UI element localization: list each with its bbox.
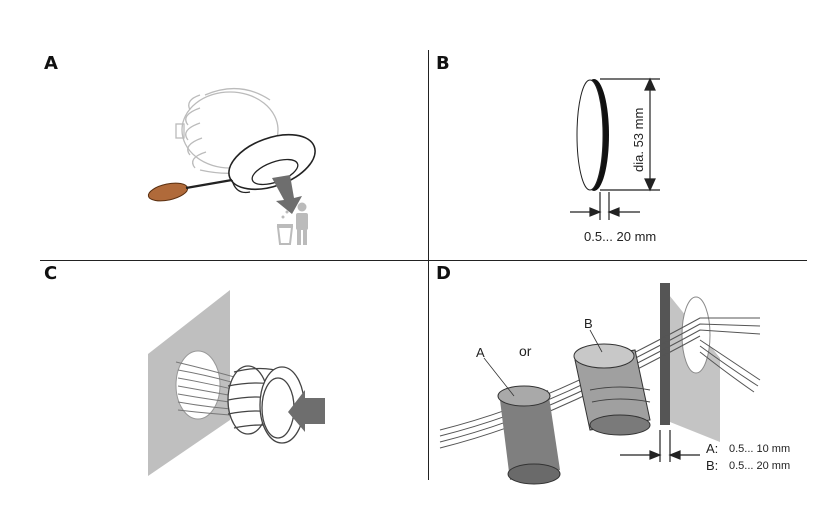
trash-person-icon	[276, 202, 308, 245]
wall-thickness-dimension	[620, 430, 700, 462]
callout-b: B	[584, 316, 593, 331]
panel-label-b: B	[436, 53, 450, 74]
thickness-label: 0.5... 20 mm	[584, 229, 657, 244]
diameter-dimension	[600, 77, 660, 192]
horizontal-divider	[40, 260, 807, 261]
legend-a-key: A:	[706, 441, 719, 456]
legend-b-key: B:	[706, 458, 719, 473]
callout-a: A	[476, 345, 485, 360]
panel-label-d: D	[436, 263, 451, 284]
push-arrow-icon	[288, 390, 325, 432]
panel-label-a: A	[44, 53, 58, 74]
wall-hole	[175, 350, 221, 420]
panel-label-c: C	[44, 263, 58, 284]
arrow-down-icon	[272, 175, 302, 214]
legend-b-value: 0.5... 20 mm	[729, 460, 791, 472]
vertical-divider	[428, 50, 429, 480]
callout-or: or	[519, 343, 532, 359]
thickness-dimension	[570, 192, 640, 220]
seal-ring-a	[497, 385, 561, 485]
legend-a-value: 0.5... 10 mm	[729, 443, 791, 455]
wall-hole	[681, 296, 711, 374]
seal-disc	[576, 79, 609, 191]
seal-ring	[228, 133, 316, 194]
gland-threaded	[227, 365, 305, 444]
screwdriver-icon	[147, 178, 233, 202]
gland-b	[573, 343, 651, 436]
wall-edge	[660, 283, 670, 425]
